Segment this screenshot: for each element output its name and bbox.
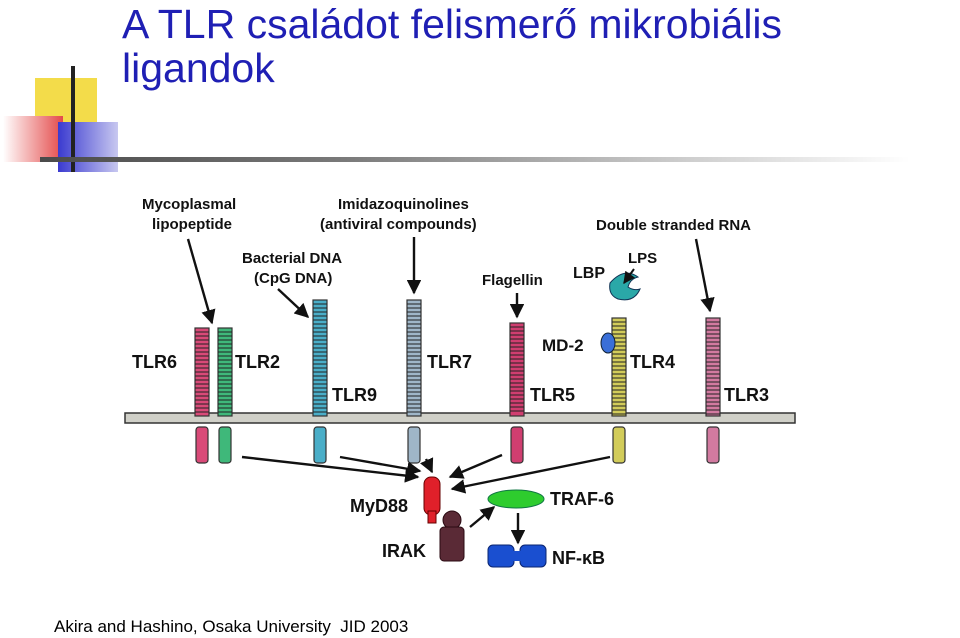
tlr3-receptor [705,317,721,464]
arrow-tlr5-myd88 [448,453,503,479]
tlr6-receptor [194,327,210,464]
tlr9-receptor [312,299,328,464]
arrow-tlr4-myd88 [450,455,611,494]
arrow-lps [623,268,636,284]
tlr4-receptor [611,317,627,464]
ligand-imidazo-line2: (antiviral compounds) [320,216,477,233]
tlr6-label: TLR6 [132,352,177,372]
tlr9-label: TLR9 [332,385,377,405]
ligand-mycoplasmal-line2: lipopeptide [152,216,232,233]
ligand-mycoplasmal-line1: Mycoplasmal [142,196,236,213]
tlr7-label: TLR7 [427,352,472,372]
arrow-tlr7-myd88 [420,457,434,474]
lbp-shape [609,272,641,301]
ligand-bacterial-line1: Bacterial DNA [242,250,342,267]
ligand-lps: LPS [628,250,657,267]
md2-shape [600,332,616,354]
tlr2-label: TLR2 [235,352,280,372]
myd88-shape [423,476,441,524]
ligand-dsrna: Double stranded RNA [596,217,751,234]
irak-label: IRAK [382,541,426,561]
ligand-flagellin: Flagellin [482,272,543,289]
arrow-mycoplasmal [186,238,216,325]
tlr-diagram: Mycoplasmal lipopeptide Bacterial DNA (C… [124,196,796,568]
traf6-label: TRAF-6 [550,489,614,509]
arrow-tlr9-myd88 [339,455,422,476]
tlr2-receptor [217,327,233,464]
membrane [124,412,796,424]
nfkb-shape [487,544,547,568]
arrow-dsrna [694,238,715,313]
deco-blue-square [58,122,118,172]
arrow-irak-traf6 [469,506,496,528]
ligand-bacterial-line2: (CpG DNA) [254,270,332,287]
ligand-lbp: LBP [573,265,605,282]
tlr3-label: TLR3 [724,385,769,405]
myd88-label: MyD88 [350,496,408,516]
title-underline [40,157,910,162]
tlr5-label: TLR5 [530,385,575,405]
tlr7-receptor [406,299,422,464]
tlr4-label: TLR4 [630,352,675,372]
irak-shape [439,510,465,562]
citation: Akira and Hashino, Osaka University JID … [54,617,409,636]
traf6-shape [487,489,545,509]
ligand-imidazo-line1: Imidazoquinolines [338,196,469,213]
arrow-bacterial [277,288,310,318]
md2-label: MD-2 [542,336,584,355]
nfkb-label: NF-κB [552,548,605,568]
deco-red-square [3,116,63,162]
tlr5-receptor [509,322,525,464]
arrow-tlr6-myd88 [241,455,420,483]
page-title: A TLR családot felismerő mikrobiális lig… [122,1,783,91]
deco-vertical-line [71,66,75,172]
